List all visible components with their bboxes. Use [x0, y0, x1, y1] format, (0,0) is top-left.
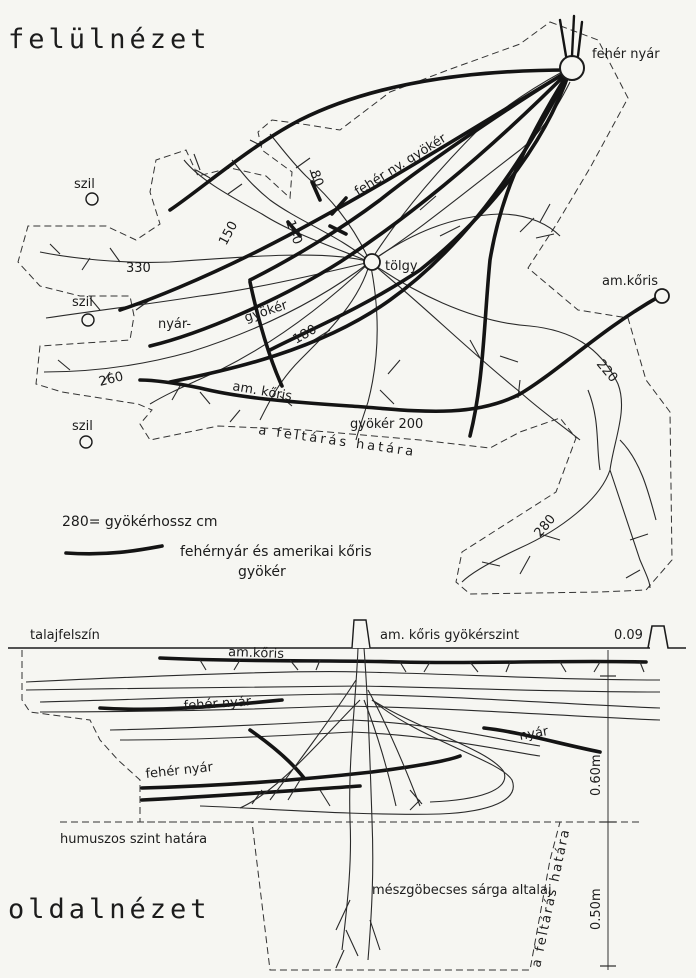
label-feher-nyar-side-2: fehér nyár	[145, 760, 214, 782]
length-150: 150	[216, 219, 241, 248]
legend-line-key-2: gyökér	[238, 564, 286, 580]
ash-tree-icon	[655, 289, 669, 303]
label-feher-nyar-tree: fehér nyár	[592, 47, 660, 62]
label-talajfelszin: talajfelszín	[30, 628, 100, 643]
elm-tree-icon-2	[82, 314, 94, 326]
label-feher-ny-gyoker: fehér ny. gyökér	[352, 131, 449, 200]
white-poplar-stem-roots	[560, 16, 582, 56]
label-depth-060: 0.60m	[589, 754, 604, 796]
length-330: 330	[126, 261, 151, 276]
white-poplar-tree-icon	[560, 56, 584, 80]
elm-tree-icon-1	[86, 193, 98, 205]
legend-line-key-1: fehérnyár és amerikai kőris	[180, 544, 372, 560]
label-nyar: nyár-	[158, 317, 191, 332]
label-subsoil: mészgöbecses sárga altalaj	[372, 883, 552, 898]
label-szil-1: szil	[74, 177, 95, 192]
thick-roots-top	[120, 70, 660, 436]
length-140: 140	[282, 218, 305, 246]
surface-step-mark	[648, 626, 686, 648]
label-szil-2: szil	[72, 295, 93, 310]
legend-thick-line	[66, 546, 162, 554]
ash-trunk	[352, 620, 370, 648]
length-280: 280	[532, 512, 559, 541]
label-subsoil-1: mészgöbecses sárga altalaj	[372, 883, 552, 898]
length-80: 80	[306, 168, 326, 189]
label-gyoker-200: gyökér 200	[350, 417, 423, 432]
top-view-title: felülnézet	[8, 24, 211, 55]
label-koris-level: am. kőris gyökérszint	[380, 628, 519, 643]
label-szil-3: szil	[72, 419, 93, 434]
feher-nyar-root-3	[250, 730, 304, 778]
side-view-title: oldalnézet	[8, 894, 211, 925]
thin-roots-top	[40, 72, 656, 588]
oak-tree-icon	[364, 254, 380, 270]
label-am-koris-tree: am.kőris	[602, 274, 658, 289]
label-tolgy: tölgy	[385, 259, 418, 274]
label-depth-050: 0.50m	[589, 888, 604, 930]
legend-length-key: 280= gyökérhossz cm	[62, 514, 218, 530]
label-depth-009: 0.09	[614, 628, 643, 643]
elm-tree-icon-3	[80, 436, 92, 448]
label-am-koris-side: am.kőris	[228, 645, 285, 662]
length-260: 260	[97, 369, 125, 390]
label-am-koris-root: am. kőris	[231, 379, 293, 404]
label-humus-boundary: humuszos szint határa	[60, 832, 207, 847]
